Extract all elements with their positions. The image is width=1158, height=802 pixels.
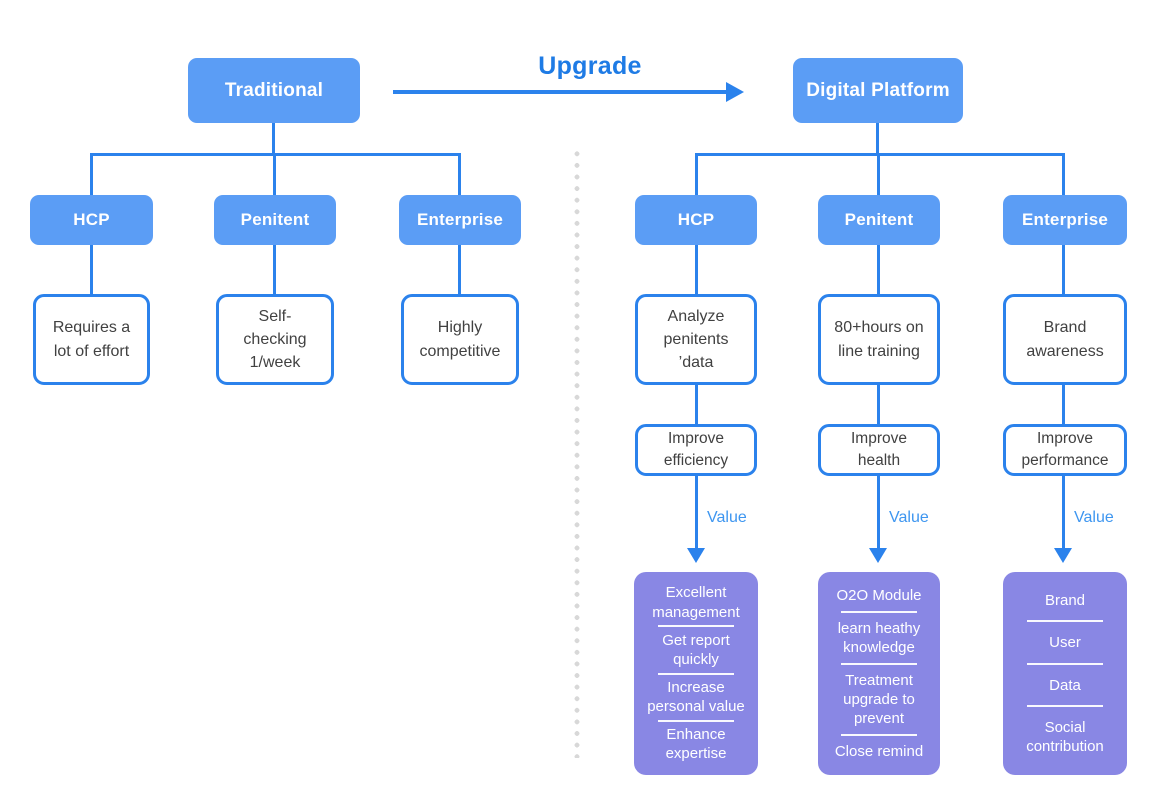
value-arrowhead-icon [687, 548, 705, 563]
note-text: Highly competitive [419, 319, 501, 360]
value-box-enterprise: Brand User Data Social contribution [1003, 572, 1127, 775]
note-text: Self-checking 1/week [243, 307, 307, 372]
note-right-hcp: Analyze penitents ’data [635, 294, 757, 385]
value-arrowhead-icon [1054, 548, 1072, 563]
value-arrow-line [1062, 476, 1065, 552]
note-text: Analyze penitents ’data [663, 307, 729, 372]
note-text: 80+hours on line training [834, 319, 924, 360]
divider [658, 625, 734, 628]
node-right-enterprise: Enterprise [1003, 195, 1127, 245]
divider [841, 610, 917, 613]
node-right-penitent: Penitent [818, 195, 940, 245]
divider [1027, 662, 1103, 665]
note-text: Brand awareness [1026, 319, 1104, 360]
improve-box-penitent: Improve health [818, 424, 940, 476]
node-left-hcp: HCP [30, 195, 153, 245]
divider [841, 662, 917, 665]
value-item: Close remind [834, 742, 924, 760]
value-item: learn heathy knowledge [837, 619, 921, 656]
value-item: Increase personal value [647, 678, 745, 716]
note-left-penitent: Self-checking 1/week [216, 294, 334, 385]
dotted-separator [574, 148, 580, 758]
node-left-enterprise: Enterprise [399, 195, 521, 245]
value-label: Value [889, 509, 929, 526]
divider [658, 672, 734, 675]
node-traditional: Traditional [188, 58, 360, 123]
note-left-hcp: Requires a lot of effort [33, 294, 150, 385]
node-left-penitent-label: Penitent [240, 210, 310, 229]
divider [1027, 620, 1103, 623]
upgrade-arrowhead-icon [726, 82, 744, 102]
value-item: Enhance expertise [665, 726, 727, 763]
divider [658, 719, 734, 722]
divider [1027, 705, 1103, 708]
value-arrow-line [695, 476, 698, 552]
node-digital-platform: Digital Platform [793, 58, 963, 123]
node-digital-platform-label: Digital Platform [806, 79, 950, 101]
connector-line [1062, 383, 1065, 427]
value-item: Excellent management [652, 584, 740, 621]
improve-text: Improve performance [1021, 430, 1109, 469]
value-box-hcp: Excellent management Get report quickly … [634, 572, 758, 775]
upgrade-label: Upgrade [538, 52, 642, 80]
node-left-penitent: Penitent [214, 195, 336, 245]
divider [841, 734, 917, 737]
value-arrowhead-icon [869, 548, 887, 563]
value-arrow-line [877, 476, 880, 552]
node-right-penitent-label: Penitent [844, 210, 914, 229]
value-item: Data [1049, 676, 1081, 694]
value-item: Get report quickly [662, 631, 730, 668]
connector-line [272, 120, 275, 156]
node-left-enterprise-label: Enterprise [416, 210, 504, 229]
note-text: Requires a lot of effort [52, 319, 131, 360]
note-right-enterprise: Brand awareness [1003, 294, 1127, 385]
connector-line [695, 153, 1065, 156]
value-item: Treatment upgrade to prevent [843, 671, 915, 728]
connector-line [695, 383, 698, 427]
note-left-enterprise: Highly competitive [401, 294, 519, 385]
connector-line [877, 383, 880, 427]
upgrade-arrow-line [393, 90, 730, 94]
node-right-hcp: HCP [635, 195, 757, 245]
improve-box-enterprise: Improve performance [1003, 424, 1127, 476]
node-left-hcp-label: HCP [73, 210, 110, 229]
value-item: Brand [1044, 591, 1086, 609]
improve-box-hcp: Improve efficiency [635, 424, 757, 476]
value-item: Social contribution [1026, 718, 1104, 756]
improve-text: Improve health [851, 430, 907, 469]
value-label: Value [707, 509, 747, 526]
note-right-penitent: 80+hours on line training [818, 294, 940, 385]
value-item: User [1049, 634, 1081, 652]
value-box-penitent: O2O Module learn heathy knowledge Treatm… [818, 572, 940, 775]
improve-text: Improve efficiency [663, 430, 729, 469]
connector-line [876, 120, 879, 156]
node-right-hcp-label: HCP [677, 210, 715, 229]
value-item: O2O Module [836, 586, 922, 604]
node-traditional-label: Traditional [224, 79, 324, 101]
value-label: Value [1074, 509, 1114, 526]
node-right-enterprise-label: Enterprise [1021, 210, 1109, 229]
